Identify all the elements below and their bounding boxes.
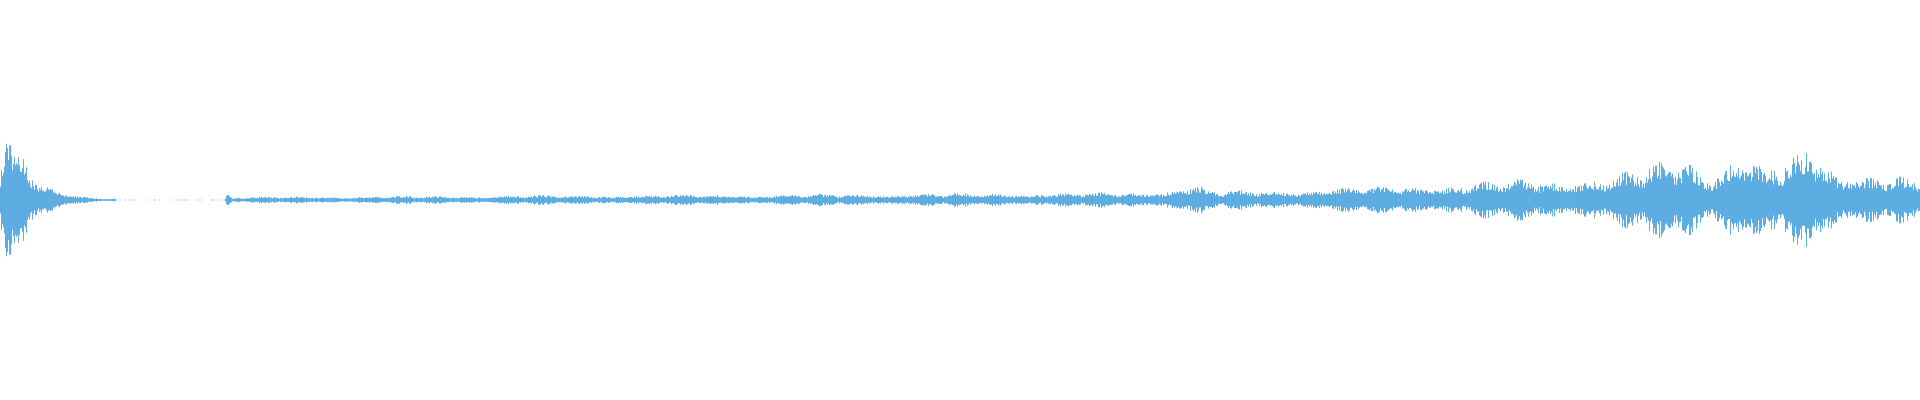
waveform-bars: [0, 143, 1920, 257]
